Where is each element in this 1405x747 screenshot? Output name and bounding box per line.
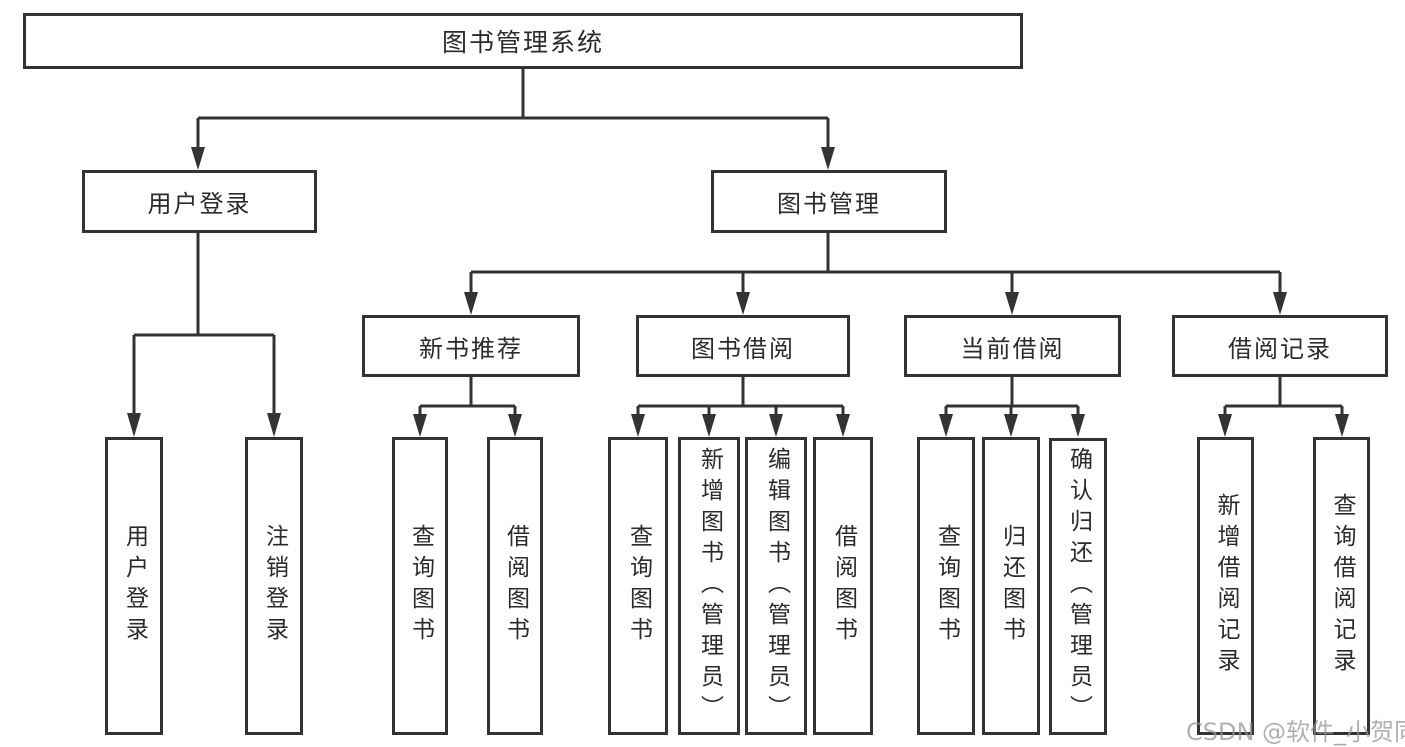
leaf-label: 新增图书（管理员）: [696, 446, 723, 726]
node-borrow-records: 借阅记录: [1172, 315, 1388, 377]
node-label: 借阅记录: [1228, 334, 1332, 363]
leaf-label: 借阅图书: [830, 524, 857, 648]
leaf-return-books: 归还图书: [982, 437, 1040, 735]
arrow-down-icon: [413, 414, 427, 437]
leaf-user-login: 用户登录: [105, 437, 163, 735]
leaf-label: 查询图书: [625, 524, 652, 648]
arrow-down-icon: [939, 414, 953, 437]
arrow-down-icon: [191, 147, 205, 170]
leaf-label: 编辑图书（管理员）: [763, 446, 790, 726]
node-book-borrow: 图书借阅: [636, 315, 850, 377]
arrow-down-icon: [127, 413, 141, 437]
leaf-label: 用户登录: [121, 524, 148, 648]
csdn-watermark: CSDN @软件_小贺同学: [1186, 718, 1405, 746]
arrow-down-icon: [1004, 414, 1018, 437]
arrow-down-icon: [1005, 292, 1019, 315]
arrow-down-icon: [769, 414, 783, 437]
node-label: 图书管理系统: [441, 28, 604, 57]
arrow-down-icon: [631, 414, 645, 437]
arrow-down-icon: [267, 413, 281, 437]
node-user-login: 用户登录: [82, 170, 317, 233]
connector-new-book-children: [418, 377, 517, 418]
connector-user-login-children: [132, 233, 276, 416]
leaf-query-books-recommend: 查询图书: [392, 437, 448, 735]
connector-current-borrow-children: [944, 377, 1080, 418]
node-book-management: 图书管理: [711, 170, 947, 233]
connector-borrow-records-children: [1223, 377, 1344, 418]
arrow-down-icon: [508, 414, 522, 437]
leaf-add-borrow-record: 新增借阅记录: [1197, 437, 1254, 735]
leaf-query-borrow-record: 查询借阅记录: [1313, 437, 1370, 735]
arrow-down-icon: [1218, 414, 1232, 437]
arrow-down-icon: [836, 414, 850, 437]
arrow-down-icon: [464, 292, 478, 315]
connector-book-management-children: [469, 233, 1282, 294]
leaf-label: 借阅图书: [502, 524, 529, 648]
arrow-down-icon: [736, 292, 750, 315]
leaf-borrow-books: 借阅图书: [813, 437, 873, 735]
node-label: 用户登录: [147, 190, 252, 218]
node-label: 图书管理: [777, 190, 881, 218]
leaf-label: 查询借阅记录: [1329, 493, 1355, 679]
arrow-down-icon: [1273, 292, 1287, 315]
arrow-down-icon: [702, 414, 716, 437]
node-label: 图书借阅: [691, 334, 795, 363]
leaf-query-books-current: 查询图书: [917, 437, 975, 735]
leaf-label: 查询图书: [933, 524, 960, 648]
leaf-label: 归还图书: [998, 524, 1025, 648]
leaf-query-books-borrow: 查询图书: [608, 437, 668, 735]
leaf-edit-books-admin: 编辑图书（管理员）: [745, 437, 807, 735]
node-new-book-recommend: 新书推荐: [362, 315, 580, 377]
arrowheads: [127, 147, 1349, 437]
leaf-borrow-books-recommend: 借阅图书: [487, 437, 543, 735]
leaf-add-books-admin: 新增图书（管理员）: [678, 437, 740, 735]
arrow-down-icon: [1335, 414, 1349, 437]
node-label: 当前借阅: [960, 334, 1065, 363]
leaf-label: 确认归还（管理员）: [1065, 447, 1092, 726]
leaf-logout: 注销登录: [245, 437, 303, 735]
leaf-label: 查询图书: [407, 524, 434, 648]
connector-root-to-level1: [196, 69, 830, 150]
node-system-root: 图书管理系统: [23, 13, 1023, 69]
leaf-confirm-return-admin: 确认归还（管理员）: [1049, 438, 1107, 735]
node-current-borrow: 当前借阅: [904, 315, 1121, 377]
connector-book-borrow-children: [636, 377, 845, 418]
arrow-down-icon: [821, 147, 835, 170]
node-label: 新书推荐: [419, 334, 523, 363]
leaf-label: 新增借阅记录: [1213, 493, 1239, 679]
arrow-down-icon: [1071, 414, 1085, 437]
leaf-label: 注销登录: [261, 524, 288, 648]
